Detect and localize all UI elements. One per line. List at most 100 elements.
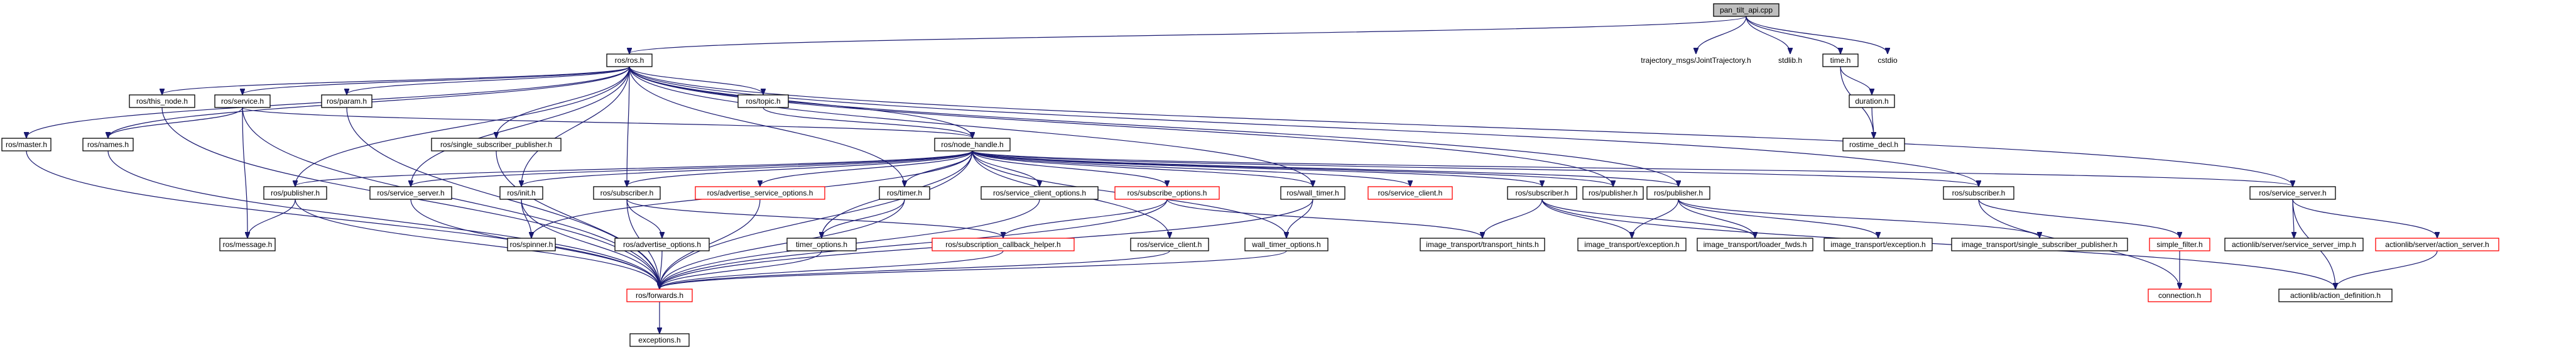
edge-wall_timer_opts-to-forwards — [660, 250, 1287, 289]
node-timer-h[interactable]: ros/timer.h — [879, 186, 930, 200]
edge-duration-to-rostime_decl — [1872, 107, 1874, 138]
edge-sub_opts-to-forwards — [660, 199, 1168, 289]
node-simple-filter[interactable]: simple_filter.h — [2149, 238, 2210, 251]
node-label: ros/single_subscriber_publisher.h — [440, 140, 552, 149]
node-spinner-h[interactable]: ros/spinner.h — [507, 238, 556, 251]
edge-sub_opts-to-transport_hints — [1166, 199, 1482, 238]
node-it-exception-2[interactable]: image_transport/exception.h — [1823, 238, 1933, 251]
edge-ros_h-to-param_h — [347, 66, 630, 94]
node-label: timer_options.h — [796, 240, 847, 249]
node-subscriber-m[interactable]: ros/subscriber.h — [1507, 186, 1577, 200]
node-publisher-r[interactable]: ros/publisher.h — [1646, 186, 1710, 200]
edge-node_handle-to-publisher_l — [295, 150, 973, 186]
node-wall-timer-opts[interactable]: wall_timer_options.h — [1244, 238, 1329, 251]
node-it-single-sub-pub[interactable]: image_transport/single_subscriber_publis… — [1951, 238, 2128, 251]
edge-node_handle-to-srv_client_red — [972, 150, 1410, 186]
node-names-h[interactable]: ros/names.h — [82, 138, 134, 151]
node-box — [1631, 54, 1761, 67]
node-subscriber-l[interactable]: ros/subscriber.h — [593, 186, 661, 200]
node-box — [129, 94, 195, 108]
node-srv-client-opts[interactable]: ros/service_client_options.h — [981, 186, 1099, 200]
node-label: ros/service_client.h — [1378, 189, 1443, 197]
node-it-exception-1[interactable]: image_transport/exception.h — [1577, 238, 1687, 251]
node-service-server-r[interactable]: ros/service_server.h — [2249, 186, 2336, 200]
node-label: actionlib/action_definition.h — [2290, 291, 2381, 300]
edge-pan_tilt-to-traj — [1696, 16, 1747, 53]
edge-init_h-to-forwards — [521, 199, 660, 289]
node-transport-hints[interactable]: image_transport/transport_hints.h — [1420, 238, 1545, 251]
node-this-node[interactable]: ros/this_node.h — [129, 94, 195, 108]
edge-wall_timer-to-wall_timer_opts — [1286, 199, 1313, 238]
node-param-h[interactable]: ros/param.h — [321, 94, 372, 108]
edge-pan_tilt-to-time_h — [1746, 16, 1840, 53]
node-publisher-l[interactable]: ros/publisher.h — [263, 186, 327, 200]
node-adv-srv-opts[interactable]: ros/advertise_service_options.h — [695, 186, 825, 200]
node-timer-opts[interactable]: timer_options.h — [786, 238, 857, 251]
node-label: ros/service_server.h — [2259, 189, 2326, 197]
node-label: ros/publisher.h — [1654, 189, 1703, 197]
node-al-action-def[interactable]: actionlib/action_definition.h — [2278, 289, 2393, 302]
node-box — [1507, 186, 1577, 200]
node-box — [263, 186, 327, 200]
node-stdlib[interactable]: stdlib.h — [1771, 54, 1809, 67]
edge-subscriber_m-to-transport_hints — [1482, 199, 1543, 238]
node-label: ros/forwards.h — [636, 291, 683, 300]
edge-ros_h-to-service_server_r — [629, 66, 2293, 186]
node-loader-fwds[interactable]: image_transport/loader_fwds.h — [1697, 238, 1813, 251]
node-box — [1114, 186, 1220, 200]
edge-ros_h-to-topic_h — [629, 66, 763, 94]
node-label: pan_tilt_api.cpp — [1720, 6, 1773, 14]
edge-service_h-to-node_handle — [242, 107, 972, 138]
node-exceptions[interactable]: exceptions.h — [629, 333, 690, 347]
edge-ros_h-to-single_sub_pub — [496, 66, 630, 138]
node-pan-tilt[interactable]: pan_tilt_api.cpp — [1713, 3, 1780, 17]
node-al-action-server[interactable]: actionlib/server/action_server.h — [2375, 238, 2499, 251]
node-label: ros/advertise_service_options.h — [707, 189, 813, 197]
node-label: ros/topic.h — [746, 97, 780, 106]
node-service-h[interactable]: ros/service.h — [214, 94, 271, 108]
edge-subscriber_r-to-simple_filter — [1978, 199, 2180, 238]
node-rostime-decl[interactable]: rostime_decl.h — [1842, 138, 1905, 151]
node-sub-cb-helper[interactable]: ros/subscription_callback_helper.h — [932, 238, 1075, 251]
node-publisher-m[interactable]: ros/publisher.h — [1582, 186, 1644, 200]
node-cstdio[interactable]: cstdio — [1871, 54, 1904, 67]
node-label: image_transport/loader_fwds.h — [1704, 240, 1807, 249]
node-subscriber-r[interactable]: ros/subscriber.h — [1943, 186, 2014, 200]
node-service-server-l[interactable]: ros/service_server.h — [369, 186, 452, 200]
edge-publisher_l-to-message_h — [247, 199, 296, 238]
node-box — [737, 94, 789, 108]
node-duration[interactable]: duration.h — [1849, 94, 1895, 108]
node-forwards[interactable]: ros/forwards.h — [626, 289, 693, 302]
node-node-handle[interactable]: ros/node_handle.h — [934, 138, 1011, 151]
edge-ros_h-to-subscriber_r — [629, 66, 1979, 186]
node-message-h[interactable]: ros/message.h — [219, 238, 276, 251]
edge-timer_h-to-forwards — [660, 199, 905, 289]
node-topic-h[interactable]: ros/topic.h — [737, 94, 789, 108]
node-master-h[interactable]: ros/master.h — [1, 138, 52, 151]
node-ros-h[interactable]: ros/ros.h — [606, 53, 653, 67]
node-label: ros/subscription_callback_helper.h — [945, 240, 1060, 249]
node-label: ros/service_server.h — [377, 189, 444, 197]
node-srv-client-b[interactable]: ros/service_client.h — [1130, 238, 1209, 251]
edge-master_h-to-forwards — [26, 150, 660, 289]
node-traj[interactable]: trajectory_msgs/JointTrajectory.h — [1631, 54, 1761, 67]
node-init-h[interactable]: ros/init.h — [499, 186, 543, 200]
edge-ros_h-to-publisher_m — [629, 66, 1613, 186]
node-label: connection.h — [2158, 291, 2201, 300]
node-single-sub-pub[interactable]: ros/single_subscriber_publisher.h — [431, 138, 562, 151]
node-box — [1646, 186, 1710, 200]
node-label: ros/service_client_options.h — [993, 189, 1086, 197]
edge-timer_h-to-timer_opts — [822, 199, 905, 238]
edge-subscriber_l-to-sub_cb_helper — [626, 199, 1003, 238]
node-adv-opts[interactable]: ros/advertise_options.h — [614, 238, 710, 251]
node-label: ros/publisher.h — [1589, 189, 1638, 197]
node-al-srv-imp[interactable]: actionlib/server/service_server_imp.h — [2224, 238, 2364, 251]
node-sub-opts[interactable]: ros/subscribe_options.h — [1114, 186, 1220, 200]
node-wall-timer[interactable]: ros/wall_timer.h — [1280, 186, 1345, 200]
node-connection[interactable]: connection.h — [2148, 289, 2212, 302]
node-box — [2278, 289, 2393, 302]
node-time-h[interactable]: time.h — [1822, 53, 1859, 67]
edge-service_h-to-message_h — [242, 107, 247, 238]
node-srv-client-red[interactable]: ros/service_client.h — [1367, 186, 1453, 200]
node-label: ros/spinner.h — [510, 240, 553, 249]
